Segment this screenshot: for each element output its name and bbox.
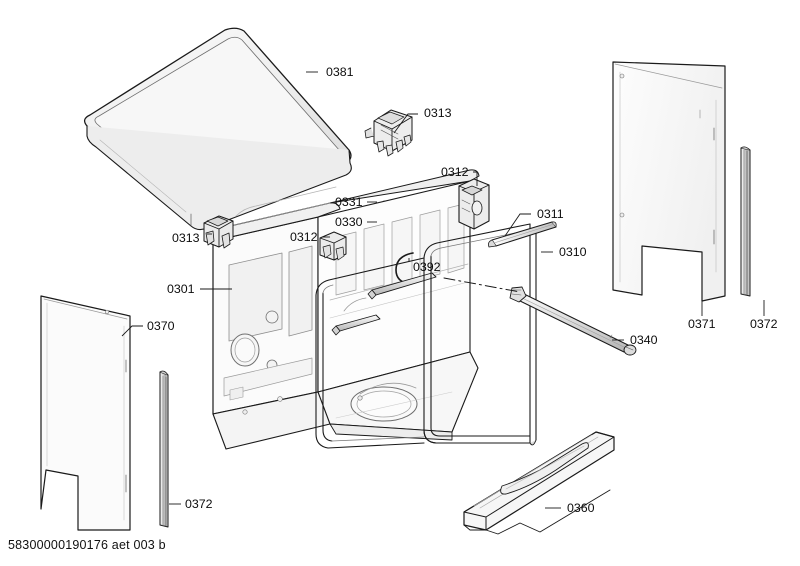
callout-frame-rail: 0310 [541,245,587,259]
callout-door-latch-assembly: 0330 [335,215,377,229]
drawing-footer-code: 58300000190176 aet 003 b [8,538,166,552]
callout-leader-line [121,325,143,337]
callout-clip-bracket-top: 0313 [393,106,452,134]
callout-seal-strip-left: 0372 [169,497,213,511]
part-0310-frame-rail [315,223,537,449]
assembly-axis-dashed [443,277,521,293]
callout-leader-line [504,213,531,237]
callout-label-0360-16: 0360 [567,501,595,515]
callout-label-0312-2: 0312 [441,165,469,179]
part-0372-seal-strip-left [159,370,169,528]
part-0360-base-plinth [463,431,615,535]
callout-label-0340-12: 0340 [630,333,658,347]
part-0371-side-panel-right [612,61,726,302]
part-0381-top-panel [83,27,352,231]
part-0311-upper-rail-trim [488,221,557,248]
callout-label-0312-7: 0312 [290,230,318,244]
callout-leader-line [393,113,418,134]
callout-label-0392-9: 0392 [413,260,441,274]
part-0301-tub-housing [212,169,480,450]
callout-base-plinth-panel: 0360 [545,501,595,515]
callout-spring-hook: 0392 [408,258,441,274]
part-0372-seal-strip-right [740,146,751,297]
callout-label-0372-15: 0372 [185,497,213,511]
callout-label-0313-6: 0313 [172,231,200,245]
callout-top-panel-worktop: 0381 [306,65,354,79]
part-0313-clip-bracket-top [364,109,413,157]
callout-corner-bracket-right: 0312 [441,165,478,186]
callout-side-panel-left: 0370 [121,319,175,337]
part-0312-corner-bracket-right [458,178,490,230]
callout-leader-line [473,171,478,186]
callout-clip-bracket-left: 0313 [172,231,212,245]
callout-seal-strip-right: 0372 [750,300,778,331]
callout-upper-rail-trim: 0311 [504,207,564,237]
callout-label-0313-1: 0313 [424,106,452,120]
callout-label-0310-8: 0310 [559,245,587,259]
part-0340-water-supply-tube [509,286,637,356]
callout-label-0381-0: 0381 [326,65,354,79]
callout-tub-housing: 0301 [167,282,232,296]
callout-latch-rod: 0331 [335,195,377,209]
callout-label-0330-4: 0330 [335,215,363,229]
callout-corner-bracket-left: 0312 [290,230,330,244]
part-0370-side-panel-left [40,295,131,531]
callout-label-0372-14: 0372 [750,317,778,331]
callout-side-panel-right: 0371 [688,300,716,331]
callout-label-0331-3: 0331 [335,195,363,209]
callout-layer: 0381 0313 0312 0331 0330 0311 0313 0312 0310 0392… [121,65,778,515]
callout-label-0371-13: 0371 [688,317,716,331]
callout-label-0311-5: 0311 [537,207,564,221]
callout-label-0370-11: 0370 [147,319,175,333]
callout-label-0301-10: 0301 [167,282,195,296]
part-0313-clip-bracket-left [203,215,234,249]
callout-water-supply-tube: 0340 [612,333,658,347]
part-0312-corner-bracket-left [319,231,347,261]
